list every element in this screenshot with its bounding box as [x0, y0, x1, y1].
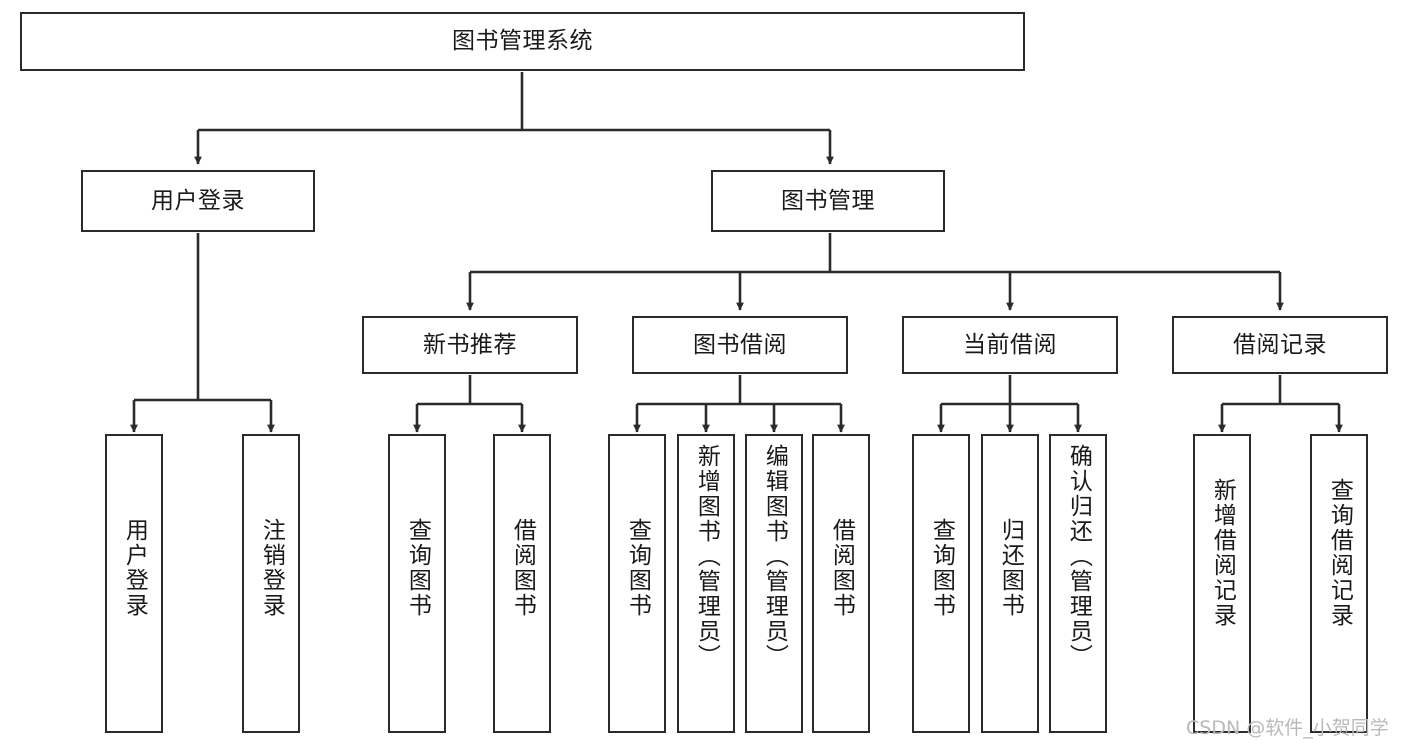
leaf-confirm-return-label: 确认归还（管理员）: [1065, 444, 1092, 669]
leaf-query-record[interactable]: 查询借阅记录: [1310, 434, 1368, 733]
leaf-user-login-label: 用户登录: [121, 518, 148, 618]
leaf-user-logout-label: 注销登录: [258, 518, 285, 618]
node-book-manage-label: 图书管理: [781, 187, 875, 214]
leaf-query-book-3[interactable]: 查询图书: [912, 434, 970, 733]
leaf-borrow-book-1[interactable]: 借阅图书: [493, 434, 551, 733]
node-borrow-record-label: 借阅记录: [1233, 331, 1327, 358]
leaf-borrow-book-2[interactable]: 借阅图书: [812, 434, 870, 733]
leaf-return-book[interactable]: 归还图书: [981, 434, 1039, 733]
leaf-user-logout[interactable]: 注销登录: [242, 434, 300, 733]
leaf-query-record-label: 查询借阅记录: [1326, 478, 1353, 628]
leaf-edit-book-label: 编辑图书（管理员）: [761, 444, 788, 669]
node-book-borrow-label: 图书借阅: [693, 331, 787, 358]
leaf-query-book-1-label: 查询图书: [404, 518, 431, 618]
node-book-borrow[interactable]: 图书借阅: [632, 316, 848, 374]
leaf-user-login[interactable]: 用户登录: [105, 434, 163, 733]
node-current-borrow-label: 当前借阅: [963, 331, 1057, 358]
leaf-query-book-1[interactable]: 查询图书: [388, 434, 446, 733]
node-new-book-recommend[interactable]: 新书推荐: [362, 316, 578, 374]
leaf-query-book-3-label: 查询图书: [928, 518, 955, 618]
watermark-text: CSDN @软件_小贺同学: [1186, 717, 1389, 739]
leaf-borrow-book-2-label: 借阅图书: [828, 518, 855, 618]
node-new-book-recommend-label: 新书推荐: [423, 331, 517, 358]
node-root[interactable]: 图书管理系统: [20, 12, 1025, 71]
node-user-login[interactable]: 用户登录: [81, 170, 315, 232]
leaf-borrow-book-1-label: 借阅图书: [509, 518, 536, 618]
leaf-add-book-label: 新增图书（管理员）: [693, 444, 720, 669]
leaf-query-book-2[interactable]: 查询图书: [608, 434, 666, 733]
leaf-return-book-label: 归还图书: [997, 518, 1024, 618]
leaf-add-record-label: 新增借阅记录: [1209, 478, 1236, 628]
leaf-confirm-return[interactable]: 确认归还（管理员）: [1049, 434, 1107, 733]
node-borrow-record[interactable]: 借阅记录: [1172, 316, 1388, 374]
leaf-add-record[interactable]: 新增借阅记录: [1193, 434, 1251, 733]
leaf-edit-book[interactable]: 编辑图书（管理员）: [745, 434, 803, 733]
node-book-manage[interactable]: 图书管理: [711, 170, 945, 232]
leaf-add-book[interactable]: 新增图书（管理员）: [677, 434, 735, 733]
leaf-query-book-2-label: 查询图书: [624, 518, 651, 618]
node-current-borrow[interactable]: 当前借阅: [902, 316, 1118, 374]
node-user-login-label: 用户登录: [151, 187, 245, 214]
node-root-label: 图书管理系统: [452, 28, 593, 55]
